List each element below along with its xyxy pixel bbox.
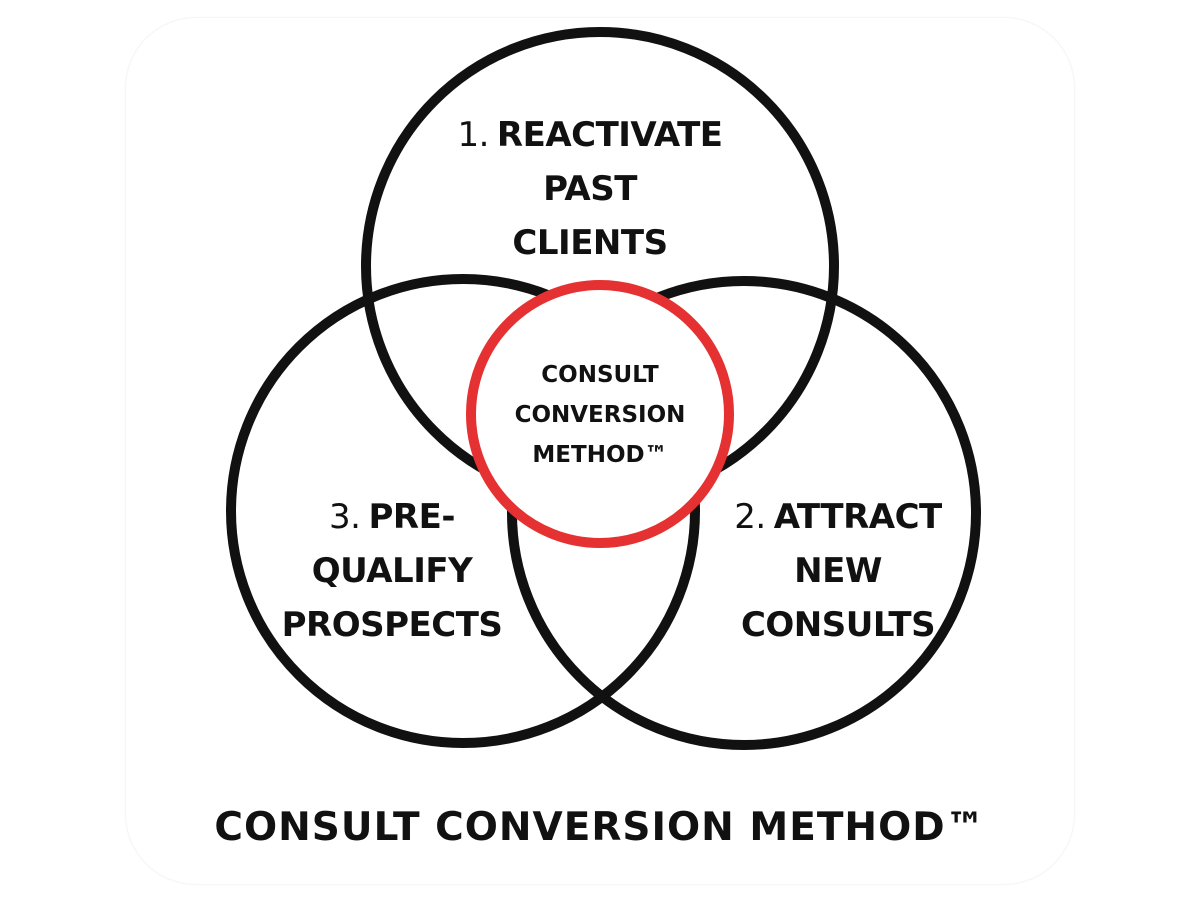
center-line-2: CONVERSION [514,402,686,428]
right-circle-line-3: CONSULTS [740,605,936,645]
right-circle-line-2: NEW [794,551,882,591]
top-circle-line-3: CLIENTS [512,223,668,263]
top-circle-line-1: REACTIVATE [496,115,723,155]
left-circle-line-3: PROSPECTS [281,605,503,645]
center-line-1: CONSULT [541,362,659,388]
right-circle-label: 2.ATTRACT NEW CONSULTS [718,490,958,652]
top-circle-line-2: PAST [543,169,637,209]
top-circle-label: 1.REACTIVATE PAST CLIENTS [440,108,740,270]
left-circle-label: 3.PRE- QUALIFY PROSPECTS [272,490,512,652]
right-circle-number: 2. [734,497,766,537]
circle-center [466,280,734,548]
diagram-title: CONSULT CONVERSION METHOD™ [214,805,986,850]
right-circle-line-1: ATTRACT [773,497,942,537]
left-circle-line-2: QUALIFY [311,551,473,591]
center-circle-label: CONSULT CONVERSION METHOD™ [500,355,700,475]
center-line-3: METHOD™ [532,442,668,468]
left-circle-line-1: PRE- [368,497,456,537]
top-circle-number: 1. [457,115,489,155]
circle-left [226,274,700,748]
left-circle-number: 3. [329,497,361,537]
